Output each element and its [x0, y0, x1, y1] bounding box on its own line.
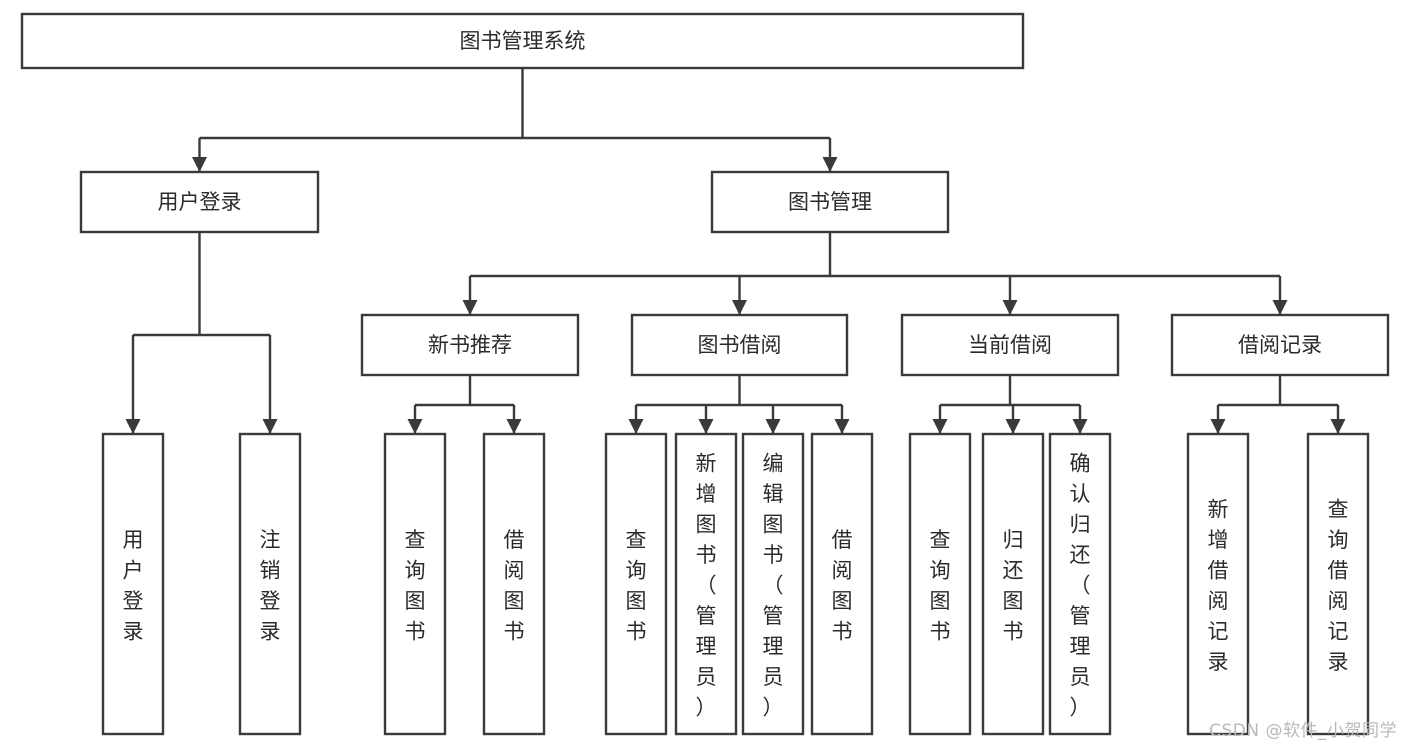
node-label-leaf-rec-query-book: 查询图书 [405, 528, 426, 644]
arrow-head-icon [192, 157, 207, 172]
node-label-leaf-current-confirm-return: 确认归还（管理员） [1070, 452, 1091, 720]
node-leaf-user-logout[interactable]: 注销登录 [238, 432, 302, 736]
node-book-manage[interactable]: 图书管理 [710, 170, 950, 234]
node-box-leaf-current-return-book [981, 432, 1045, 736]
node-box-leaf-current-query-book [908, 432, 972, 736]
node-label-leaf-current-return-book: 归还图书 [1003, 528, 1024, 644]
node-root[interactable]: 图书管理系统 [20, 12, 1025, 70]
node-label-leaf-user-login: 用户登录 [123, 528, 144, 644]
node-label-leaf-borrow-borrow-book: 借阅图书 [832, 528, 853, 644]
node-leaf-current-confirm-return[interactable]: 确认归还（管理员） [1048, 432, 1112, 736]
node-current-borrow[interactable]: 当前借阅 [900, 313, 1120, 377]
node-box-borrow-record [1170, 313, 1390, 377]
node-box-current-borrow [900, 313, 1120, 377]
node-label-leaf-borrow-edit-book: 编辑图书（管理员） [763, 452, 784, 720]
node-label-leaf-rec-borrow-book: 借阅图书 [504, 528, 525, 644]
node-box-leaf-user-logout [238, 432, 302, 736]
arrow-head-icon [1005, 419, 1021, 434]
node-label-book-borrow: 图书借阅 [698, 333, 782, 357]
node-label-leaf-user-logout: 注销登录 [260, 528, 281, 644]
node-leaf-rec-borrow-book[interactable]: 借阅图书 [482, 432, 546, 736]
arrow-head-icon [407, 419, 423, 434]
node-label-book-manage: 图书管理 [788, 190, 872, 214]
node-leaf-user-login[interactable]: 用户登录 [101, 432, 165, 736]
node-new-book-recommend[interactable]: 新书推荐 [360, 313, 580, 377]
node-box-user-login [79, 170, 320, 234]
node-leaf-record-query[interactable]: 查询借阅记录 [1306, 432, 1370, 736]
node-box-leaf-current-confirm-return [1048, 432, 1112, 736]
arrow-head-icon [1330, 419, 1346, 434]
node-label-current-borrow: 当前借阅 [968, 333, 1052, 357]
node-box-leaf-record-add [1186, 432, 1250, 736]
arrow-head-icon [834, 419, 850, 434]
node-leaf-current-query-book[interactable]: 查询图书 [908, 432, 972, 736]
node-box-leaf-user-login [101, 432, 165, 736]
node-label-leaf-current-query-book: 查询图书 [930, 528, 951, 644]
arrow-head-icon [1272, 300, 1288, 315]
node-label-leaf-record-add: 新增借阅记录 [1208, 497, 1229, 674]
arrow-head-icon [1072, 419, 1088, 434]
node-box-new-book-recommend [360, 313, 580, 377]
arrow-head-icon [262, 419, 278, 434]
node-label-user-login: 用户登录 [158, 190, 242, 214]
node-label-root: 图书管理系统 [460, 29, 586, 53]
node-leaf-borrow-query-book[interactable]: 查询图书 [604, 432, 668, 736]
node-label-new-book-recommend: 新书推荐 [428, 333, 512, 357]
arrow-head-icon [1002, 300, 1018, 315]
node-leaf-record-add[interactable]: 新增借阅记录 [1186, 432, 1250, 736]
node-label-leaf-record-query: 查询借阅记录 [1328, 497, 1349, 674]
node-box-book-borrow [630, 313, 849, 377]
node-leaf-current-return-book[interactable]: 归还图书 [981, 432, 1045, 736]
node-borrow-record[interactable]: 借阅记录 [1170, 313, 1390, 377]
arrow-head-icon [125, 419, 141, 434]
watermark-label: CSDN @软件_小贺同学 [1209, 721, 1397, 741]
arrow-head-icon [1210, 419, 1226, 434]
node-leaf-borrow-borrow-book[interactable]: 借阅图书 [810, 432, 874, 736]
arrow-head-icon [732, 300, 747, 315]
node-box-leaf-rec-borrow-book [482, 432, 546, 736]
node-box-root [20, 12, 1025, 70]
node-box-book-manage [710, 170, 950, 234]
node-leaf-borrow-add-book[interactable]: 新增图书（管理员） [674, 432, 738, 736]
arrow-head-icon [932, 419, 948, 434]
arrow-head-icon [822, 157, 838, 172]
node-box-leaf-borrow-query-book [604, 432, 668, 736]
arrow-head-icon [765, 419, 781, 434]
node-leaf-borrow-edit-book[interactable]: 编辑图书（管理员） [741, 432, 805, 736]
node-user-login[interactable]: 用户登录 [79, 170, 320, 234]
node-label-leaf-borrow-add-book: 新增图书（管理员） [696, 452, 717, 720]
node-box-leaf-borrow-borrow-book [810, 432, 874, 736]
node-box-leaf-rec-query-book [383, 432, 447, 736]
node-leaf-rec-query-book[interactable]: 查询图书 [383, 432, 447, 736]
node-box-leaf-borrow-add-book [674, 432, 738, 736]
node-box-leaf-record-query [1306, 432, 1370, 736]
node-box-leaf-borrow-edit-book [741, 432, 805, 736]
arrow-head-icon [698, 419, 714, 434]
node-label-leaf-borrow-query-book: 查询图书 [626, 528, 647, 644]
arrow-head-icon [628, 419, 644, 434]
arrow-head-icon [506, 419, 522, 434]
node-book-borrow[interactable]: 图书借阅 [630, 313, 849, 377]
arrow-head-icon [462, 300, 478, 315]
node-label-borrow-record: 借阅记录 [1238, 333, 1322, 357]
